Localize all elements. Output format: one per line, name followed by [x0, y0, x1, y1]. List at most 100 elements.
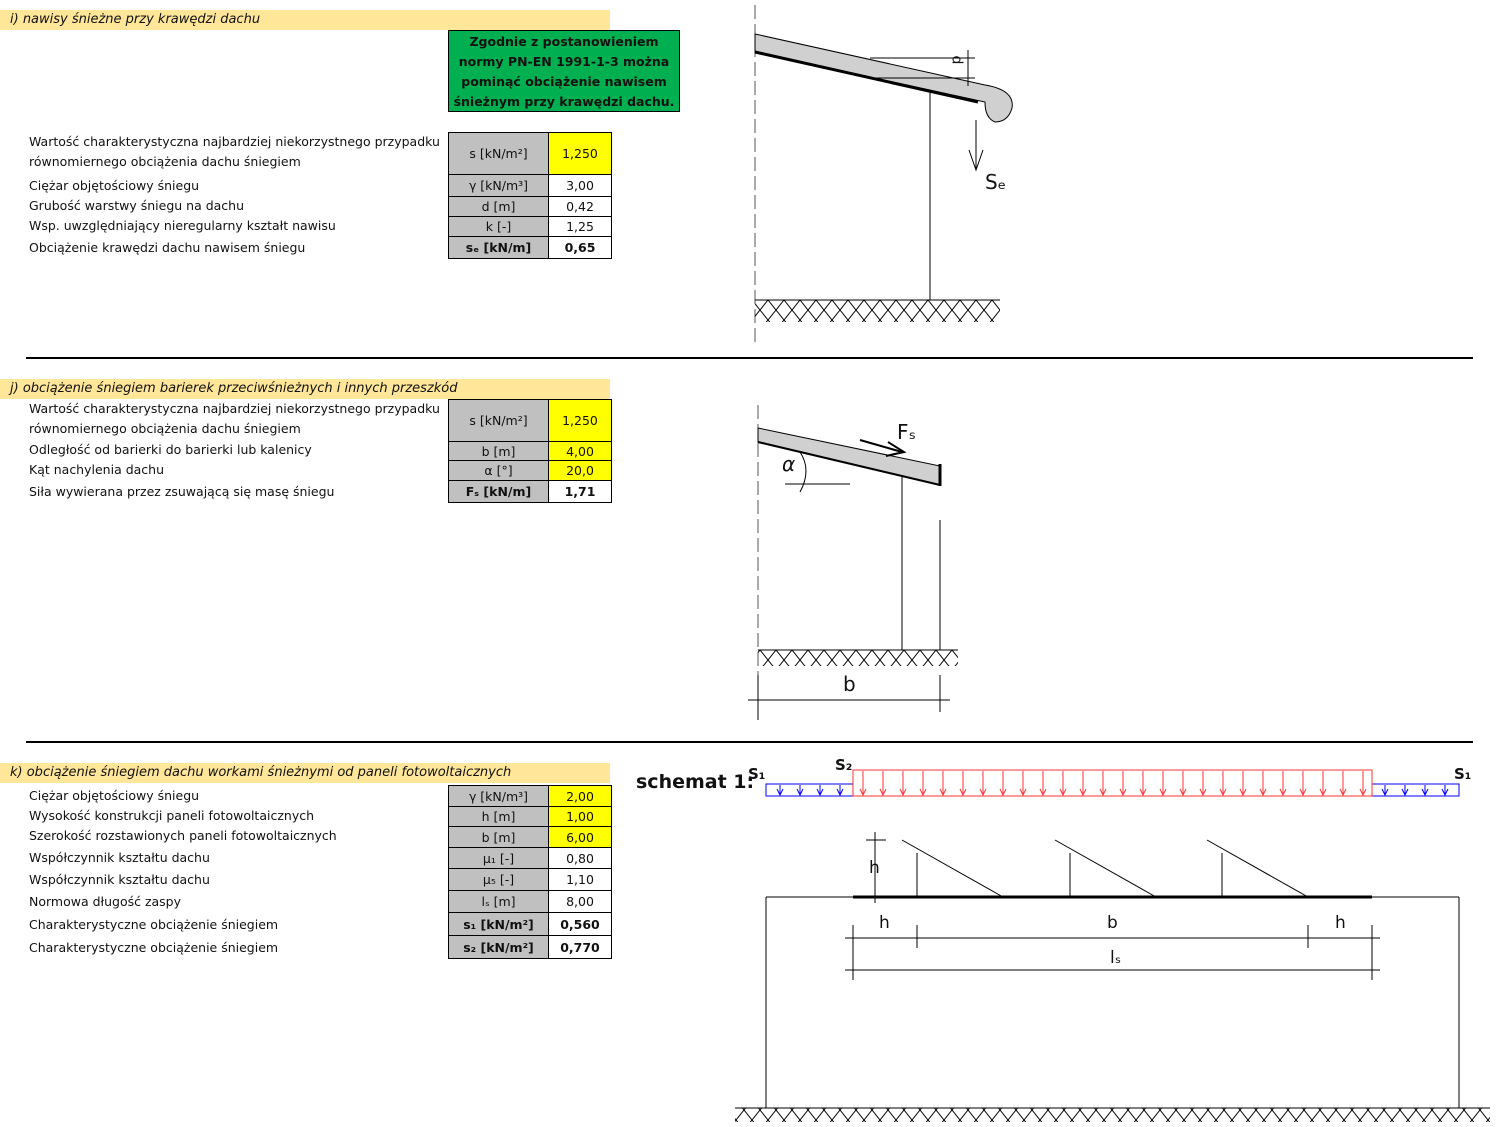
load-arrow — [1039, 771, 1047, 797]
key: s₁ [kN/m²] — [448, 912, 549, 936]
diagram-label-d: d — [948, 55, 965, 65]
load-arrow — [1339, 771, 1347, 797]
load-arrow — [979, 771, 987, 797]
snow-overhang-diagram — [754, 5, 1013, 345]
load-arrow — [879, 771, 887, 797]
pv-snow-drift-diagram — [735, 769, 1490, 1122]
load-arrow — [1239, 771, 1247, 797]
load-arrow — [1019, 771, 1027, 797]
value: 0,80 — [548, 847, 612, 869]
load-arrow — [1119, 771, 1127, 797]
load-arrow — [919, 771, 927, 797]
load-arrow — [1079, 771, 1087, 797]
section-i-table: s [kN/m²]1,250 γ [kN/m³]3,00 d [m]0,42 k… — [448, 132, 612, 259]
load-arrow — [776, 785, 784, 797]
value-input[interactable]: 20,0 — [548, 460, 612, 481]
key: d [m] — [448, 196, 549, 217]
row-label: Wysokość konstrukcji paneli fotowoltaicz… — [29, 808, 315, 823]
load-arrow — [1381, 785, 1389, 797]
load-arrow — [939, 771, 947, 797]
row-label: Szerokość rozstawionych paneli fotowolta… — [29, 828, 337, 843]
row-label: Siła wywierana przez zsuwającą się masę … — [29, 484, 335, 499]
load-arrow — [899, 771, 907, 797]
diagram-label-b: b — [843, 672, 856, 696]
divider — [26, 741, 1473, 743]
section-i-header: i) nawisy śnieżne przy krawędzi dachu — [0, 10, 610, 30]
load-arrow — [959, 771, 967, 797]
load-arrow — [1159, 771, 1167, 797]
row-label: Charakterystyczne obciążenie śniegiem — [29, 917, 279, 932]
load-label-s1-right: S₁ — [1454, 765, 1472, 783]
load-arrow — [1441, 785, 1449, 797]
load-arrow — [1139, 771, 1147, 797]
dim-label-h: h — [879, 913, 890, 933]
value-input[interactable]: 6,00 — [548, 826, 612, 848]
diagram-label-fs: Fₛ — [897, 420, 916, 444]
load-arrow — [1401, 785, 1409, 797]
key: s [kN/m²] — [448, 399, 549, 442]
dim-label-b: b — [1107, 913, 1118, 933]
section-j-table: s [kN/m²]1,250 b [m]4,00 α [°]20,0 Fₛ [k… — [448, 399, 612, 503]
load-arrow — [1421, 785, 1429, 797]
key: μ₁ [-] — [448, 847, 549, 869]
load-arrow — [796, 785, 804, 797]
value-input[interactable]: 4,00 — [548, 441, 612, 461]
load-arrow — [1099, 771, 1107, 797]
load-arrow — [1179, 771, 1187, 797]
row-label: Obciążenie krawędzi dachu nawisem śniegu — [29, 240, 306, 255]
key: b [m] — [448, 826, 549, 848]
row-label: Ciężar objętościowy śniegu — [29, 178, 200, 193]
dim-label-ls: lₛ — [1110, 948, 1122, 968]
norm-note: Zgodnie z postanowieniem normy PN-EN 199… — [448, 30, 680, 112]
dim-label-h: h — [869, 858, 880, 878]
key: s [kN/m²] — [448, 132, 549, 175]
section-k-table: γ [kN/m³]2,00 h [m]1,00 b [m]6,00 μ₁ [-]… — [448, 785, 612, 959]
row-label: Wartość charakterystyczna najbardziej ni… — [29, 134, 440, 169]
value-input[interactable]: 1,250 — [548, 132, 612, 175]
schemat-label: schemat 1: — [636, 771, 755, 793]
value: 0,65 — [548, 236, 612, 259]
value: 3,00 — [548, 174, 612, 197]
value: 0,560 — [548, 912, 612, 936]
dim-label-h: h — [1335, 913, 1346, 933]
row-label: Wsp. uwzględniający nieregularny kształt… — [29, 218, 336, 233]
section-k-header: k) obciążenie śniegiem dachu workami śni… — [0, 763, 610, 783]
value: 1,10 — [548, 868, 612, 891]
load-label-s1-left: S₁ — [748, 765, 766, 783]
key: γ [kN/m³] — [448, 785, 549, 807]
row-label: Grubość warstwy śniegu na dachu — [29, 198, 245, 213]
value-input[interactable]: 1,250 — [548, 399, 612, 442]
key: α [°] — [448, 460, 549, 481]
value: 0,770 — [548, 935, 612, 959]
load-arrow — [859, 771, 867, 797]
key: h [m] — [448, 806, 549, 827]
load-arrow — [1359, 771, 1367, 797]
load-label-s2: S₂ — [835, 756, 853, 774]
snow-barrier-diagram — [748, 405, 958, 720]
diagram-label-alpha: α — [782, 452, 796, 476]
diagram-label-se: Sₑ — [985, 170, 1007, 194]
load-arrow — [999, 771, 1007, 797]
key: lₛ [m] — [448, 890, 549, 913]
load-arrow — [1299, 771, 1307, 797]
value: 8,00 — [548, 890, 612, 913]
row-label: Wartość charakterystyczna najbardziej ni… — [29, 401, 440, 436]
key: μ₅ [-] — [448, 868, 549, 891]
load-arrow — [1279, 771, 1287, 797]
value: 1,25 — [548, 216, 612, 237]
key: Fₛ [kN/m] — [448, 480, 549, 503]
load-arrow — [1199, 771, 1207, 797]
row-label: Ciężar objętościowy śniegu — [29, 788, 200, 803]
row-label: Kąt nachylenia dachu — [29, 462, 165, 477]
section-j-header: j) obciążenie śniegiem barierek przeciwś… — [0, 379, 610, 399]
value: 1,71 — [548, 480, 612, 503]
load-arrow — [816, 785, 824, 797]
load-arrow — [836, 785, 844, 797]
load-arrow — [1259, 771, 1267, 797]
value-input[interactable]: 2,00 — [548, 785, 612, 807]
row-label: Odległość od barierki do barierki lub ka… — [29, 442, 312, 457]
load-arrow — [1219, 771, 1227, 797]
load-arrow — [1059, 771, 1067, 797]
row-label: Współczynnik kształtu dachu — [29, 850, 210, 865]
value-input[interactable]: 1,00 — [548, 806, 612, 827]
